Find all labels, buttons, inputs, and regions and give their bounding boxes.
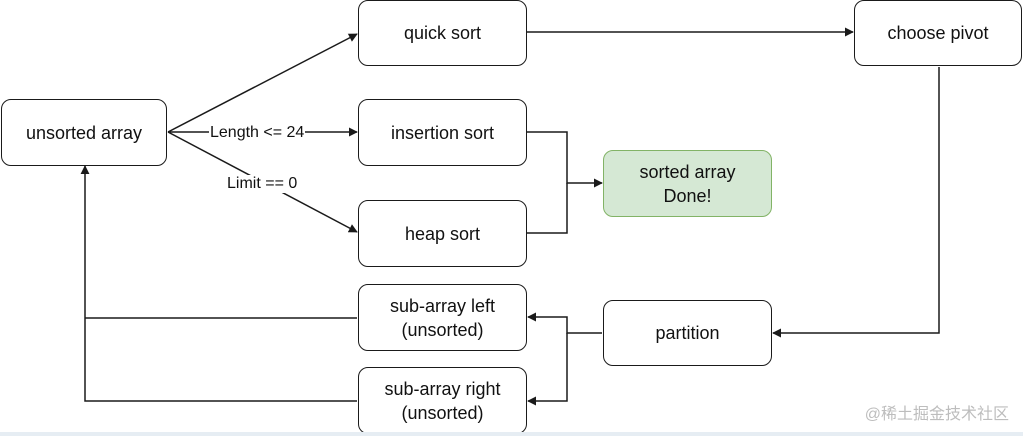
node-quick-sort-label: quick sort [403,23,482,43]
node-sub-array-left[interactable]: sub-array left (unsorted) [358,284,527,351]
node-heap-sort-label: heap sort [404,223,481,244]
node-sub-array-right[interactable]: sub-array right (unsorted) [358,367,527,434]
bottom-strip [0,432,1023,436]
node-heap-sort[interactable]: heap sort [358,200,527,267]
edge-insertion-to-sorted [527,131,603,188]
edge-unsorted-to-quicksort [167,33,358,133]
node-unsorted-array-label: unsorted array [25,122,143,143]
edge-partition-to-left [527,312,602,334]
node-sorted-array[interactable]: sorted array Done! [603,150,772,217]
node-partition[interactable]: partition [603,300,772,366]
node-unsorted-array[interactable]: unsorted array [1,99,167,166]
edge-partition-to-right [527,333,568,406]
edge-label-limit: Limit == 0 [226,175,299,193]
node-sub-array-right-label: sub-array right (unsorted) [384,378,501,423]
node-sorted-array-label: sorted array Done! [639,161,736,206]
node-choose-pivot[interactable]: choose pivot [854,0,1022,66]
node-choose-pivot-label: choose pivot [887,23,989,43]
edge-right-to-unsorted [80,165,357,402]
edge-heapsort-to-sorted [527,183,568,234]
node-insertion-sort-label: insertion sort [390,122,495,143]
node-sub-array-left-label: sub-array left (unsorted) [389,295,496,340]
node-insertion-sort[interactable]: insertion sort [358,99,527,166]
watermark: @稀土掘金技术社区 [864,406,1009,423]
edge-pivot-to-partition [772,67,940,338]
node-partition-label: partition [655,323,720,343]
edge-label-length: Length <= 24 [209,124,306,142]
node-quick-sort[interactable]: quick sort [358,0,527,66]
